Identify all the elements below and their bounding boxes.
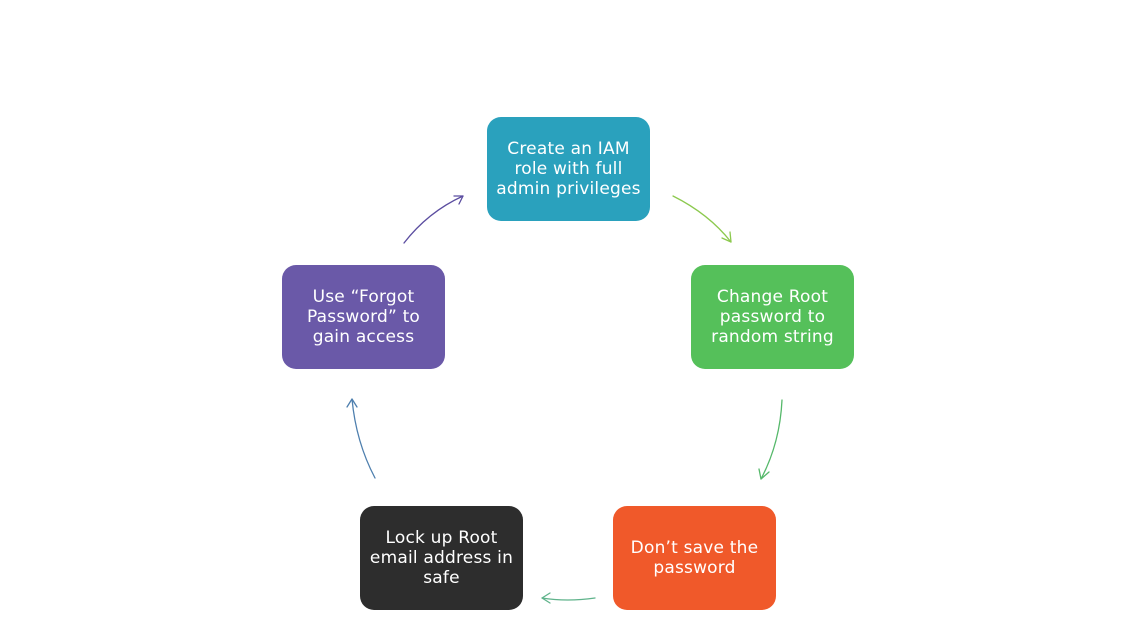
- arrowhead-change-to-dontsave: [758, 468, 770, 480]
- step-create-iam-role: Create an IAM role with full admin privi…: [487, 117, 650, 221]
- arrowhead-forgot-to-create: [453, 195, 464, 205]
- step-change-root-password: Change Root password to random string: [691, 265, 854, 369]
- arrow-dontsave-to-lockup: [541, 597, 596, 601]
- arrowhead-create-to-change: [721, 231, 732, 243]
- arrowhead-dontsave-to-lockup: [541, 592, 551, 604]
- arrow-create-to-change: [672, 195, 732, 243]
- step-use-forgot-password: Use “Forgot Password” to gain access: [282, 265, 445, 369]
- step-label: Use “Forgot Password” to gain access: [306, 287, 421, 347]
- step-label: Create an IAM role with full admin privi…: [496, 139, 641, 199]
- step-label: Change Root password to random string: [711, 287, 834, 347]
- step-lock-root-email: Lock up Root email address in safe: [360, 506, 523, 610]
- arrow-change-to-dontsave: [760, 399, 783, 480]
- arrow-lockup-to-forgot: [351, 398, 376, 479]
- step-dont-save-password: Don’t save the password: [613, 506, 776, 610]
- arrow-forgot-to-create: [403, 195, 464, 244]
- step-label: Don’t save the password: [630, 538, 759, 578]
- step-label: Lock up Root email address in safe: [369, 528, 514, 588]
- arrowhead-lockup-to-forgot: [346, 398, 358, 408]
